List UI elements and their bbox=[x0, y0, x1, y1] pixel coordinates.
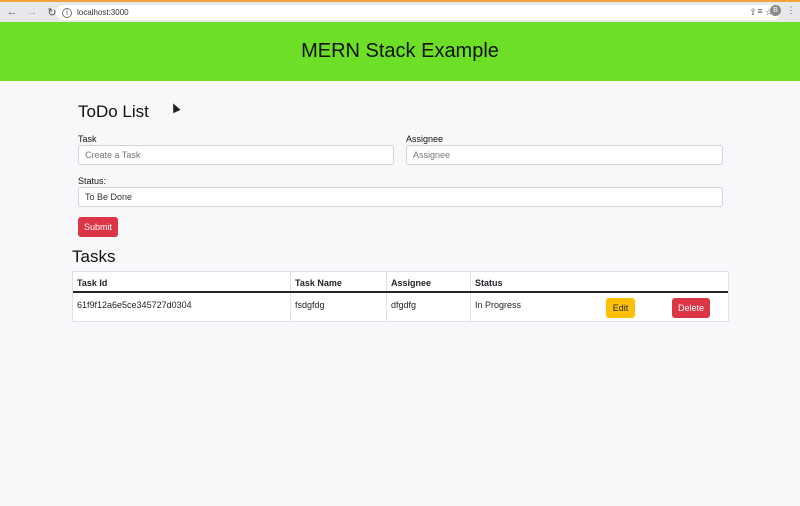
extensions-icon[interactable]: ≡ bbox=[757, 5, 763, 16]
column-divider bbox=[290, 272, 291, 321]
info-icon[interactable]: i bbox=[62, 7, 72, 18]
status-select[interactable]: To Be Done bbox=[78, 187, 723, 207]
address-bar[interactable]: i localhost:3000 ⇧ ☆ bbox=[56, 5, 780, 20]
status-cell: In Progress bbox=[475, 300, 522, 310]
app-header: MERN Stack Example bbox=[0, 22, 800, 81]
assignee-label: Assignee bbox=[406, 134, 444, 144]
reload-icon[interactable]: ↻ bbox=[47, 6, 57, 19]
share-icon[interactable]: ⇧ bbox=[749, 7, 757, 17]
browser-toolbar: ← → ↻ i localhost:3000 ⇧ ☆ ≡ B ⋮ bbox=[0, 0, 800, 22]
tasks-heading: Tasks bbox=[72, 247, 116, 266]
table-header: Task Id Task Name Assignee Status bbox=[73, 272, 728, 293]
column-divider bbox=[470, 272, 471, 321]
task-input[interactable]: Create a Task bbox=[78, 145, 394, 165]
menu-icon[interactable]: ⋮ bbox=[786, 5, 796, 15]
header-status: Status bbox=[475, 277, 503, 288]
header-assignee: Assignee bbox=[391, 277, 432, 288]
mouse-cursor-icon bbox=[169, 101, 181, 114]
forward-icon[interactable]: → bbox=[26, 6, 38, 18]
status-label: Status: bbox=[78, 176, 107, 186]
task-name-cell: fsdgfdg bbox=[295, 300, 325, 310]
table-row: 61f9f12a6e5ce345727d0304 fsdgfdg dfgdfg … bbox=[73, 294, 728, 322]
form-heading: ToDo List bbox=[78, 102, 149, 121]
tasks-table: Task Id Task Name Assignee Status 61f9f1… bbox=[72, 271, 729, 322]
task-id-cell: 61f9f12a6e5ce345727d0304 bbox=[77, 300, 192, 310]
star-icon[interactable]: ☆ bbox=[764, 7, 774, 17]
task-label: Task bbox=[78, 134, 97, 144]
avatar[interactable]: B bbox=[770, 5, 781, 16]
header-task-name: Task Name bbox=[295, 277, 342, 288]
header-task-id: Task Id bbox=[77, 277, 108, 288]
page-title: MERN Stack Example bbox=[301, 40, 499, 62]
back-icon[interactable]: ← bbox=[6, 6, 18, 18]
delete-button[interactable]: Delete bbox=[672, 298, 710, 318]
assignee-input[interactable]: Assignee bbox=[406, 145, 723, 165]
column-divider bbox=[386, 272, 387, 321]
edit-button[interactable]: Edit bbox=[606, 298, 635, 318]
submit-button[interactable]: Submit bbox=[78, 217, 118, 237]
url-text: localhost:3000 bbox=[77, 8, 129, 17]
assignee-cell: dfgdfg bbox=[391, 300, 417, 310]
